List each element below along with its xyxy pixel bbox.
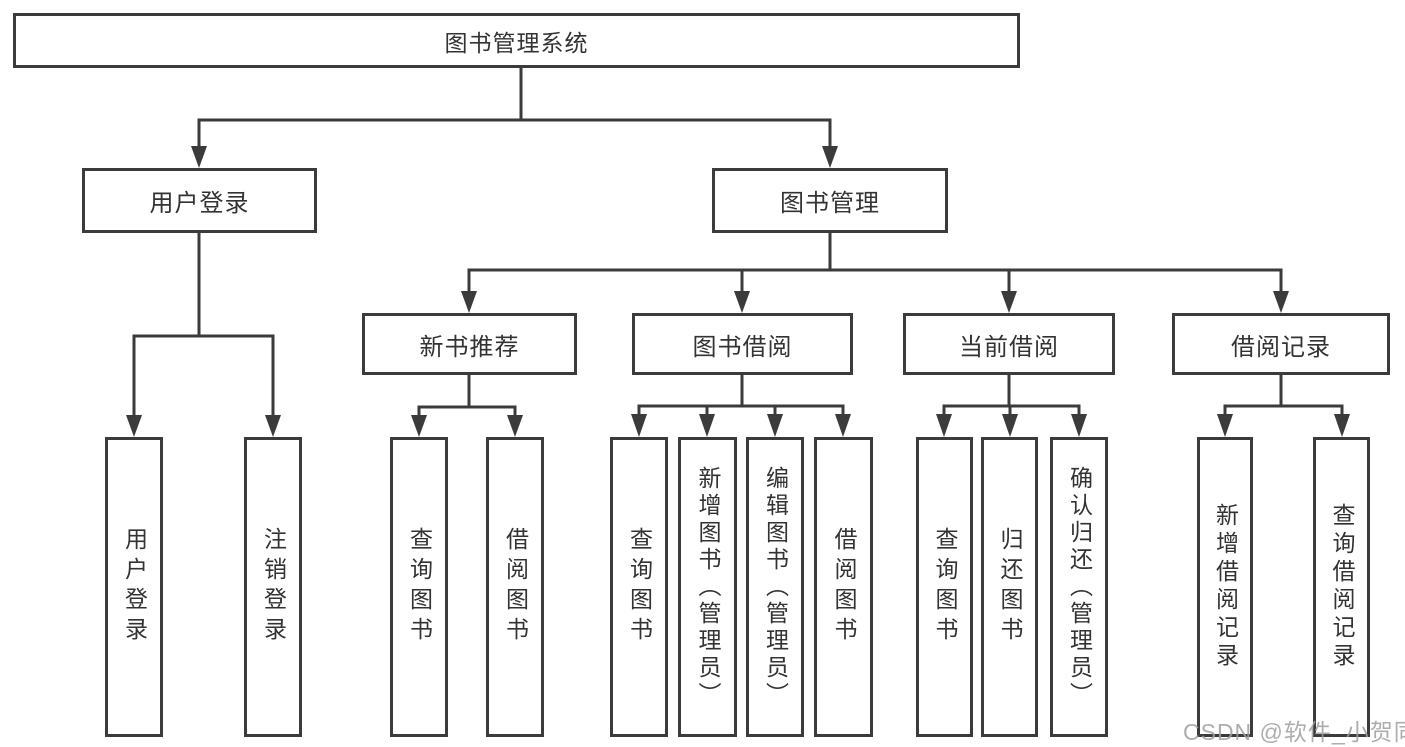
branch-user-login — [126, 231, 281, 437]
node-new-book: 新书推荐 — [362, 313, 577, 375]
leaf-logout: 注销登录 — [244, 437, 302, 737]
branch-current-borrow — [936, 373, 1087, 437]
leaf-records-add: 新增借阅记录 — [1197, 437, 1253, 737]
leaf-current-query: 查询图书 — [916, 437, 973, 737]
node-book-mgmt: 图书管理 — [712, 168, 948, 233]
node-book-borrow: 图书借阅 — [632, 313, 853, 375]
node-current-borrow: 当前借阅 — [903, 313, 1115, 375]
node-borrow-records: 借阅记录 — [1172, 313, 1390, 375]
leaf-borrow-add: 新增图书（管理员） — [678, 437, 737, 737]
leaf-borrow-edit: 编辑图书（管理员） — [746, 437, 804, 737]
leaf-current-return: 归还图书 — [981, 437, 1038, 737]
branch-book-borrow — [631, 373, 851, 437]
branch-new-book — [411, 373, 523, 437]
leaf-newbook-query: 查询图书 — [390, 437, 448, 737]
leaf-newbook-borrow: 借阅图书 — [486, 437, 544, 737]
branch-book-mgmt — [461, 231, 1289, 313]
branch-borrow-records — [1217, 373, 1350, 437]
leaf-user-login: 用户登录 — [105, 437, 163, 737]
node-root: 图书管理系统 — [13, 13, 1020, 68]
node-user-login: 用户登录 — [82, 168, 317, 233]
leaf-current-confirm: 确认归还（管理员） — [1050, 437, 1108, 737]
leaf-borrow-lend: 借阅图书 — [814, 437, 873, 737]
leaf-records-query: 查询借阅记录 — [1313, 437, 1370, 737]
branch-root — [191, 66, 838, 168]
leaf-borrow-query: 查询图书 — [610, 437, 668, 737]
csdn-watermark: CSDN @软件_小贺同学 — [1183, 719, 1405, 745]
